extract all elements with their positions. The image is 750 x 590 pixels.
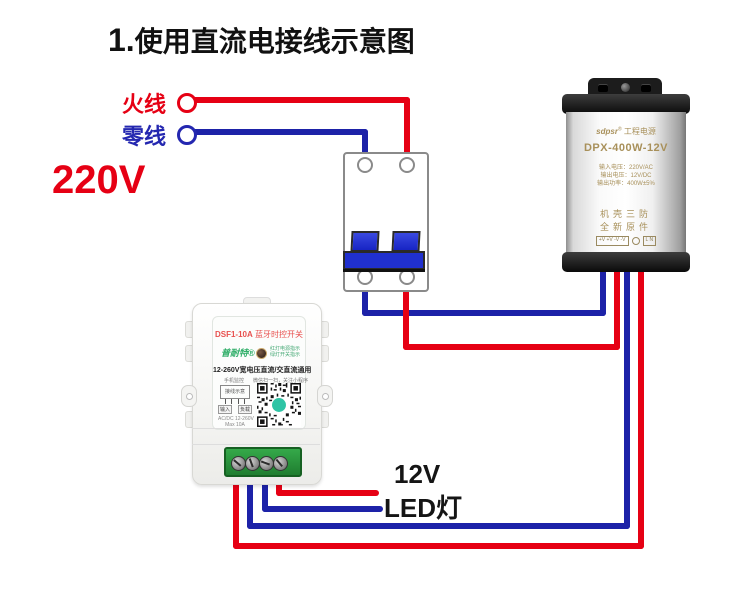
wire-dc-positive-horizontal <box>233 543 644 549</box>
wire-live-top-horizontal <box>190 97 410 103</box>
wire-dc-positive-timer-vertical <box>233 472 239 549</box>
psu-model-label: DPX-400W-12V <box>583 142 669 154</box>
timer-terminal-block <box>224 447 302 477</box>
indicator-note-green: 绿灯开关指示 <box>270 352 301 358</box>
wire-ac-neutral-horizontal <box>362 310 606 316</box>
breaker-terminal-top-left <box>357 157 373 173</box>
psu-spec-output-voltage: 输出电压：12V/DC <box>600 173 652 179</box>
psu-note-lines: 机壳三防 全新原件 <box>566 208 686 234</box>
mini-wiring-diagram: 接线示意 输入 负载 AC/DC 12-260V Max 10A <box>218 385 254 428</box>
breaker-terminal-top-right <box>399 157 415 173</box>
breaker-divider-line <box>343 269 425 272</box>
timer-mounting-ear-left <box>181 385 197 407</box>
psu-spec-output-power: 输出功率：400W±5% <box>597 181 655 187</box>
terminal-screw-1[interactable] <box>231 456 246 471</box>
neutral-wire-label: 零线 <box>122 124 167 149</box>
timer-indicator-notes: 红灯电源指示 绿灯开关指示 <box>270 346 300 358</box>
load-label: LED灯 <box>384 493 463 523</box>
indicator-note-red: 红灯电源指示 <box>270 346 301 352</box>
qr-code[interactable] <box>256 383 302 427</box>
live-wire-label: 火线 <box>122 92 167 117</box>
timer-mounting-ear-right <box>317 385 333 407</box>
terminal-screw-2[interactable] <box>245 456 260 471</box>
breaker-switch-handle-right[interactable] <box>391 231 421 252</box>
mini-spec-line-2: Max 10A <box>225 422 245 428</box>
psu-mounting-bracket <box>588 78 662 97</box>
output-voltage-label: 12V <box>394 459 441 489</box>
mini-diagram-caption: 手机监控 <box>223 378 244 384</box>
title-number: 1. <box>108 22 135 58</box>
wire-dc-negative-timer-vertical <box>247 472 253 529</box>
psu-terminal-label-ac: L N <box>642 236 657 246</box>
psu-top-cap <box>562 94 690 114</box>
terminal-screw-4[interactable] <box>273 456 288 471</box>
timer-switch-unit: DSF1-10A 蓝牙时控开关 普耐特® 红灯电源指示 绿灯开关指示 12-26… <box>181 297 333 487</box>
psu-bottom-cap <box>562 252 690 272</box>
psu-terminal-label-dc: +V +V -V -V <box>595 236 629 246</box>
timer-brand-logo: 普耐特® <box>221 348 255 358</box>
indicator-led <box>256 348 267 359</box>
timer-model-label: DSF1-10A <box>214 330 253 339</box>
psu-bracket-hole-right <box>641 84 651 92</box>
live-terminal-node <box>177 93 197 113</box>
timer-case-step-line <box>192 428 320 429</box>
wire-neutral-top-horizontal <box>190 129 368 135</box>
page-title: 1.使用直流电接线示意图 <box>108 20 415 60</box>
psu-brand-suffix: 工程电源 <box>623 127 656 136</box>
psu-bracket-hole-left <box>598 84 608 92</box>
mini-diagram-box: 接线示意 <box>220 385 250 399</box>
wire-load-positive-horizontal <box>276 490 379 496</box>
input-voltage-label: 220V <box>52 158 146 202</box>
mini-spec-line-1: AC/DC 12-260V <box>218 416 254 422</box>
psu-brand-line: sdpsr® 工程电源 <box>566 126 686 137</box>
wire-dc-positive-psu-vertical <box>638 265 644 549</box>
psu-note-line-2: 全新原件 <box>599 222 652 232</box>
wire-ac-neutral-psu-vertical <box>600 265 606 316</box>
title-text: 使用直流电接线示意图 <box>134 26 415 57</box>
wire-neutral-top-vertical <box>362 129 368 156</box>
psu-bracket-screw <box>621 83 630 92</box>
timer-case-step-line <box>192 444 320 445</box>
neutral-terminal-node <box>177 125 197 145</box>
wire-load-negative-horizontal <box>262 506 383 512</box>
timer-ear-hole <box>322 393 329 400</box>
psu-note-line-1: 机壳三防 <box>599 209 652 219</box>
power-supply-unit: sdpsr® 工程电源 DPX-400W-12V 输入电压：220V/AC 输出… <box>562 78 692 274</box>
timer-ear-hole <box>186 393 193 400</box>
breaker-rocker-bar <box>343 251 425 270</box>
psu-brand-logo: sdpsr <box>596 127 618 136</box>
wire-ac-live-psu-vertical <box>614 265 620 350</box>
wire-live-top-vertical <box>404 97 410 155</box>
psu-spec-lines: 输入电压：220V/AC 输出电压：12V/DC 输出功率：400W±5% <box>566 164 686 188</box>
wire-ac-neutral-breaker-vertical <box>362 284 368 316</box>
wire-ac-live-horizontal <box>403 344 620 350</box>
wire-load-negative-vertical <box>262 472 268 512</box>
psu-body: sdpsr® 工程电源 DPX-400W-12V 输入电压：220V/AC 输出… <box>566 112 686 254</box>
circuit-breaker <box>343 152 429 292</box>
mini-load-chip: 负载 <box>237 405 252 414</box>
wire-dc-negative-horizontal <box>247 523 630 529</box>
psu-spec-input-voltage: 输入电压：220V/AC <box>598 165 653 171</box>
timer-subtitle: 12-260V宽电压直流/交直流通用 <box>213 367 312 374</box>
psu-brand-reg: ® <box>617 126 622 133</box>
wire-dc-negative-psu-vertical <box>624 265 630 529</box>
psu-ground-terminal-icon <box>631 237 640 245</box>
wire-ac-live-breaker-vertical <box>403 284 409 350</box>
breaker-switch-handle-left[interactable] <box>350 231 380 252</box>
psu-terminal-strip: +V +V -V -V L N <box>566 236 686 246</box>
timer-product-name: 蓝牙时控开关 <box>255 330 304 339</box>
mini-input-chip: 输入 <box>218 405 233 414</box>
qr-caption: 微信扫一扫，关注小程序 <box>253 378 309 384</box>
mini-diagram-pins <box>222 399 248 404</box>
terminal-screw-3[interactable] <box>259 456 274 471</box>
timer-label-panel: DSF1-10A 蓝牙时控开关 普耐特® 红灯电源指示 绿灯开关指示 12-26… <box>212 316 312 430</box>
timer-title-row: DSF1-10A 蓝牙时控开关 <box>213 329 305 340</box>
